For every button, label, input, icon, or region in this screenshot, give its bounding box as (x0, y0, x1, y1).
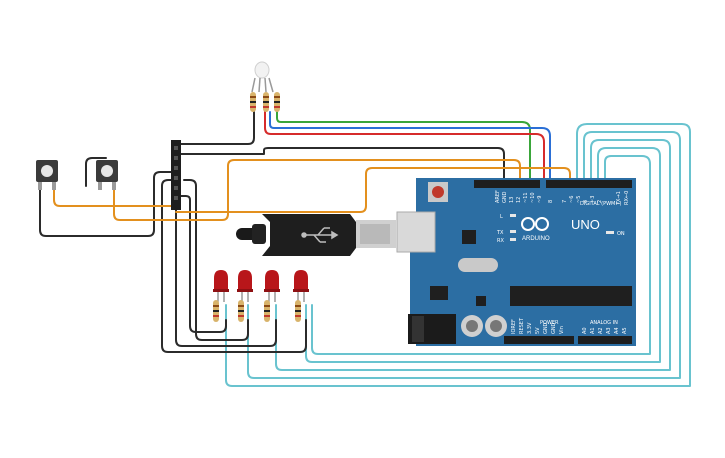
pin-label-top: 12 (516, 197, 522, 203)
arduino-infinity-icon (521, 217, 549, 231)
wire-orange-btn1[interactable] (53, 187, 177, 207)
pin-label-power: IOREF (511, 319, 517, 334)
wire-orange-btn2[interactable] (113, 159, 521, 221)
pushbutton-1[interactable] (36, 160, 58, 190)
pin-label-analog: A1 (590, 327, 596, 334)
wire-black-btn1[interactable] (39, 171, 177, 237)
wire-black-led-3[interactable] (183, 179, 249, 341)
pin-label-power: GND (551, 322, 557, 334)
digital-header-right (546, 180, 632, 188)
pin-label-analog: A2 (598, 327, 604, 334)
pin-label-analog: A0 (582, 327, 588, 334)
wire-orange-btn3[interactable] (175, 167, 571, 213)
usb-port (396, 211, 436, 253)
crystal (458, 258, 498, 272)
pin-label-top: 4 (583, 200, 589, 203)
red-led-2[interactable] (237, 270, 253, 322)
wire-black-led-2[interactable] (175, 187, 277, 347)
usb-chip (462, 230, 476, 244)
pin-label-top: TX→1 (616, 191, 622, 206)
digital-header-left (474, 180, 540, 188)
wire-cyan-1[interactable] (225, 123, 691, 387)
wire-black-rgb[interactable] (175, 111, 255, 145)
analog-header-label: ANALOG IN (590, 320, 618, 326)
wire-cyan-4[interactable] (305, 147, 661, 363)
pin-label-top: ~5 (576, 196, 582, 203)
pin-label-top: ~10 (530, 192, 536, 203)
pin-label-top: RX←0 (624, 191, 630, 205)
tx-label: TX (496, 230, 504, 236)
pin-label-top: 2 (597, 200, 603, 203)
pushbutton-2[interactable] (96, 160, 118, 190)
pin-label-power: GND (543, 322, 549, 334)
arduino-board[interactable]: ARDUINO UNO ON L TX RX DIGITAL (PWM~) PO… (396, 178, 636, 346)
pin-label-top: ~9 (537, 196, 543, 203)
pin-label-top: ~3 (590, 196, 596, 203)
arduino-logo-text: ARDUINO (522, 236, 550, 242)
board-model-text: UNO (571, 217, 600, 232)
wire-black-top[interactable] (175, 147, 505, 183)
pin-label-top: 7 (562, 200, 568, 203)
wire-cyan-5[interactable] (311, 155, 651, 355)
wire-cyan-2[interactable] (247, 131, 681, 379)
analog-header (578, 336, 632, 344)
resistors-rgb[interactable] (250, 92, 280, 112)
wire-red[interactable] (264, 111, 545, 183)
wire-blue[interactable] (269, 111, 551, 183)
atmega-chip (510, 286, 632, 306)
pin-label-analog: A4 (614, 327, 620, 334)
header-connector[interactable] (171, 140, 181, 210)
pin-label-analog: A5 (622, 327, 628, 334)
top-pin-labels: AREF GND 13 12 ~11 ~10 ~9 8 7 ~6 ~5 4 ~3… (495, 190, 630, 206)
pin-label-top: AREF (495, 190, 501, 203)
usb-icon (301, 227, 339, 243)
wire-green[interactable] (276, 111, 531, 183)
wire-black-btn2[interactable] (85, 157, 107, 187)
power-header-label: POWER (540, 320, 559, 326)
red-led-1[interactable] (213, 270, 229, 322)
pin-label-analog: A3 (606, 327, 612, 334)
pin-label-power: 3.3V (527, 322, 533, 334)
reset-button[interactable] (428, 182, 448, 202)
analog-pin-labels: A0 A1 A2 A3 A4 A5 (582, 327, 628, 334)
wire-black-led-rail[interactable] (161, 179, 307, 353)
pin-label-power: Vin (559, 326, 565, 334)
on-label: ON (617, 231, 625, 237)
regulator (430, 286, 448, 300)
pin-label-power: RESET (519, 317, 525, 334)
digital-header-label: DIGITAL (PWM~) (580, 201, 622, 207)
pin-label-top: ~6 (569, 196, 575, 203)
power-pin-labels: IOREF RESET 3.3V 5V GND GND Vin (511, 317, 565, 334)
pin-label-top: 8 (548, 200, 554, 203)
rx-label: RX (497, 238, 504, 244)
pin-label-top: GND (502, 191, 508, 203)
red-led-4[interactable] (293, 270, 309, 322)
red-led-3[interactable] (264, 270, 280, 322)
usb-cable[interactable] (236, 214, 396, 256)
pin-label-top: 13 (509, 197, 515, 203)
wire-cyan-3[interactable] (275, 139, 671, 371)
pin-label-top: ~11 (523, 192, 529, 203)
l-label: L (500, 214, 503, 220)
rgb-led[interactable] (251, 61, 274, 93)
pin-label-power: 5V (535, 327, 541, 334)
power-header (504, 336, 574, 344)
wire-black-led-4[interactable] (175, 195, 227, 333)
wires (39, 111, 691, 387)
